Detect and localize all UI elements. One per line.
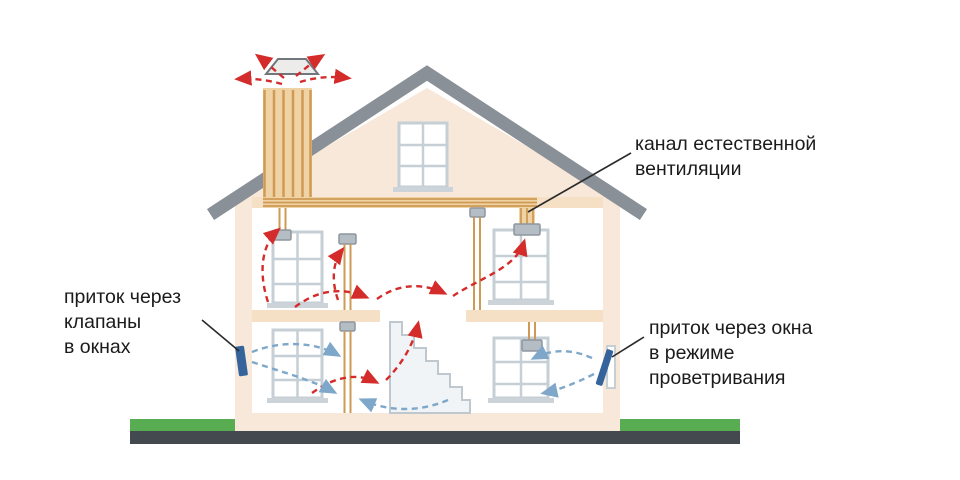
label-line: проветривания [649, 367, 785, 389]
exhaust-arrow [234, 70, 283, 86]
warm-air-arrow [311, 369, 380, 394]
vent-window-open [595, 345, 616, 389]
label-line: в режиме [649, 342, 734, 364]
label-line: канал естественной [635, 133, 816, 155]
label-inflow-windows: приток через окна в режиме проветривания [649, 317, 818, 389]
ground [130, 431, 740, 444]
pointer-line-windows [611, 336, 645, 358]
grass-left [130, 419, 237, 431]
window-attic [393, 121, 453, 192]
fresh-air-arrows [251, 341, 595, 413]
exhaust-arrows [234, 53, 352, 86]
window-2f-left [267, 230, 328, 308]
exhaust-arrow [299, 68, 352, 84]
warm-air-arrow [327, 246, 345, 301]
window-valve [235, 345, 248, 377]
fresh-air-arrow [530, 345, 593, 360]
duct-2f-mid [338, 233, 357, 310]
window-1f-left [267, 328, 328, 403]
stairwell-opening [380, 309, 466, 323]
chimney-vent-stack [263, 58, 321, 208]
fresh-air-arrow [540, 372, 595, 398]
fresh-air-arrow [251, 360, 338, 394]
fresh-air-arrow [251, 341, 342, 357]
window-2f-right [488, 228, 554, 305]
warm-air-arrow [385, 320, 423, 381]
label-inflow-valves: приток через клапаны в окнах [64, 286, 186, 358]
warm-air-arrow [261, 227, 281, 303]
duct-drop-main [513, 208, 541, 236]
pointer-line-vent-channel [527, 152, 632, 213]
exhaust-arrow [295, 53, 326, 77]
vent-grille-main [513, 223, 541, 236]
exhaust-arrow [254, 53, 285, 79]
label-line: вентиляции [635, 158, 741, 180]
label-line: клапаны [64, 311, 141, 333]
warm-air-arrows [261, 227, 528, 394]
chimney-cap [263, 58, 321, 75]
label-vent-channel: канал естественной вентиляции [635, 133, 822, 180]
duct-horizontal-run [263, 197, 537, 208]
warm-air-arrow [376, 280, 448, 300]
fresh-air-arrow [358, 398, 449, 413]
duct-2f-right-mid [469, 207, 486, 310]
pointer-line-valves [201, 319, 240, 352]
label-line: в окнах [64, 336, 131, 358]
label-line: приток через [64, 286, 181, 308]
grass-right [618, 419, 740, 431]
label-line: приток через окна [649, 317, 813, 339]
duct-1f-mid [339, 321, 356, 413]
